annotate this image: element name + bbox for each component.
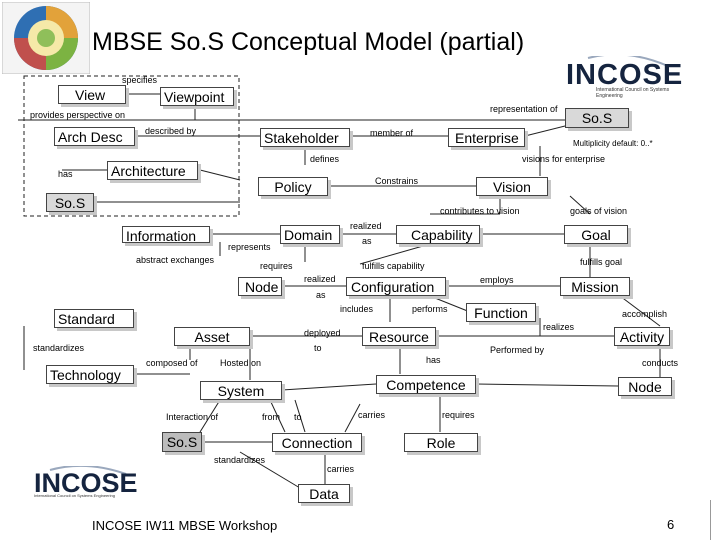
label-goals-of-vision: goals of vision <box>570 206 628 216</box>
label-performed-by: Performed by <box>490 345 545 355</box>
node-node-mid: Node <box>238 277 282 296</box>
label-from: from <box>262 412 280 422</box>
label-specifies: specifies <box>122 75 158 85</box>
label-has-architecture: has <box>58 169 73 179</box>
bottom-right-divider <box>710 500 711 540</box>
node-enterprise: Enterprise <box>448 128 525 147</box>
node-mission: Mission <box>560 277 630 296</box>
node-role: Role <box>404 433 478 452</box>
node-capability: Capability <box>396 225 480 244</box>
label-includes: includes <box>340 304 374 314</box>
node-sos-top: So.S <box>565 108 629 128</box>
label-realizes: realizes <box>543 322 575 332</box>
label-carries-data: carries <box>327 464 355 474</box>
node-architecture: Architecture <box>107 161 198 180</box>
incose-logo-top-subtext: International Council on Systems Enginee… <box>596 87 670 99</box>
sos-wheel-logo <box>2 2 90 74</box>
label-contributes-to-vision: contributes to vision <box>440 206 520 216</box>
node-policy: Policy <box>258 177 328 196</box>
label-has-competence: has <box>426 355 441 365</box>
label-abstract-exchanges: abstract exchanges <box>136 255 215 265</box>
node-standard: Standard <box>54 309 134 328</box>
label-defines: defines <box>310 154 340 164</box>
node-configuration: Configuration <box>346 277 446 296</box>
label-requires-node: requires <box>260 261 293 271</box>
label-standardizes-technology: standardizes <box>33 343 85 353</box>
node-connection: Connection <box>272 433 362 452</box>
node-viewpoint: Viewpoint <box>160 87 234 106</box>
label-accomplish: accomplish <box>622 309 668 319</box>
node-system: System <box>200 381 282 400</box>
incose-logo-bottom-text: INCOSE <box>34 468 138 498</box>
slide-footer: INCOSE IW11 MBSE Workshop <box>92 518 278 533</box>
page-number: 6 <box>667 517 675 532</box>
incose-logo-top: INCOSE International Council on Systems … <box>564 56 688 99</box>
node-asset: Asset <box>174 327 250 346</box>
label-as-capability: as <box>362 236 372 246</box>
node-view: View <box>58 85 126 104</box>
label-represents: represents <box>228 242 271 252</box>
label-realized-as: realized <box>304 274 336 284</box>
label-employs: employs <box>480 275 514 285</box>
label-requires-role: requires <box>442 410 475 420</box>
label-conducts: conducts <box>642 358 679 368</box>
label-interaction-of: Interaction of <box>166 412 219 422</box>
label-deployed: deployed <box>304 328 341 338</box>
node-resource: Resource <box>362 327 436 346</box>
label-constrains: Constrains <box>375 176 419 186</box>
label-multiplicity: Multiplicity default: 0..* <box>573 139 653 148</box>
node-node-right: Node <box>618 377 672 396</box>
node-technology: Technology <box>46 365 134 384</box>
node-goal: Goal <box>564 225 628 244</box>
label-standardizes-data: standardizes <box>214 455 266 465</box>
label-realized: realized <box>350 221 382 231</box>
node-sos-left: So.S <box>46 193 94 212</box>
node-sos-bottom: So.S <box>162 432 202 452</box>
label-hosted-on: Hosted on <box>220 358 262 368</box>
label-carries-competence: carries <box>358 410 386 420</box>
label-composed-of: composed of <box>146 358 198 368</box>
label-described-by: described by <box>145 126 197 136</box>
node-data: Data <box>298 484 350 503</box>
node-function: Function <box>466 303 536 322</box>
incose-logo-bottom-subtext: International Council on Systems Enginee… <box>34 493 115 498</box>
node-activity: Activity <box>614 327 670 346</box>
node-domain: Domain <box>280 225 340 244</box>
node-vision: Vision <box>476 177 548 196</box>
label-fulfills-capability: fulfills capability <box>362 261 425 271</box>
incose-logo-bottom: INCOSE International Council on Systems … <box>32 466 142 500</box>
node-information: Information <box>122 226 210 243</box>
label-to-connection: to <box>294 412 302 422</box>
label-as-configuration: as <box>316 290 326 300</box>
label-fulfills-goal: fulfills goal <box>580 257 623 267</box>
incose-logo-top-text: INCOSE <box>566 59 684 91</box>
label-representation-of: representation of <box>490 104 558 114</box>
slide-title: MBSE So.S Conceptual Model (partial) <box>92 28 525 56</box>
node-arch-desc: Arch Desc <box>54 127 135 146</box>
label-member-of: member of <box>370 128 414 138</box>
label-to-resource: to <box>314 343 322 353</box>
node-competence: Competence <box>376 375 476 394</box>
node-stakeholder: Stakeholder <box>260 128 350 147</box>
label-performs: performs <box>412 304 448 314</box>
label-visions-for-enterprise: visions for enterprise <box>522 154 606 164</box>
label-provides-perspective-on: provides perspective on <box>30 110 126 120</box>
